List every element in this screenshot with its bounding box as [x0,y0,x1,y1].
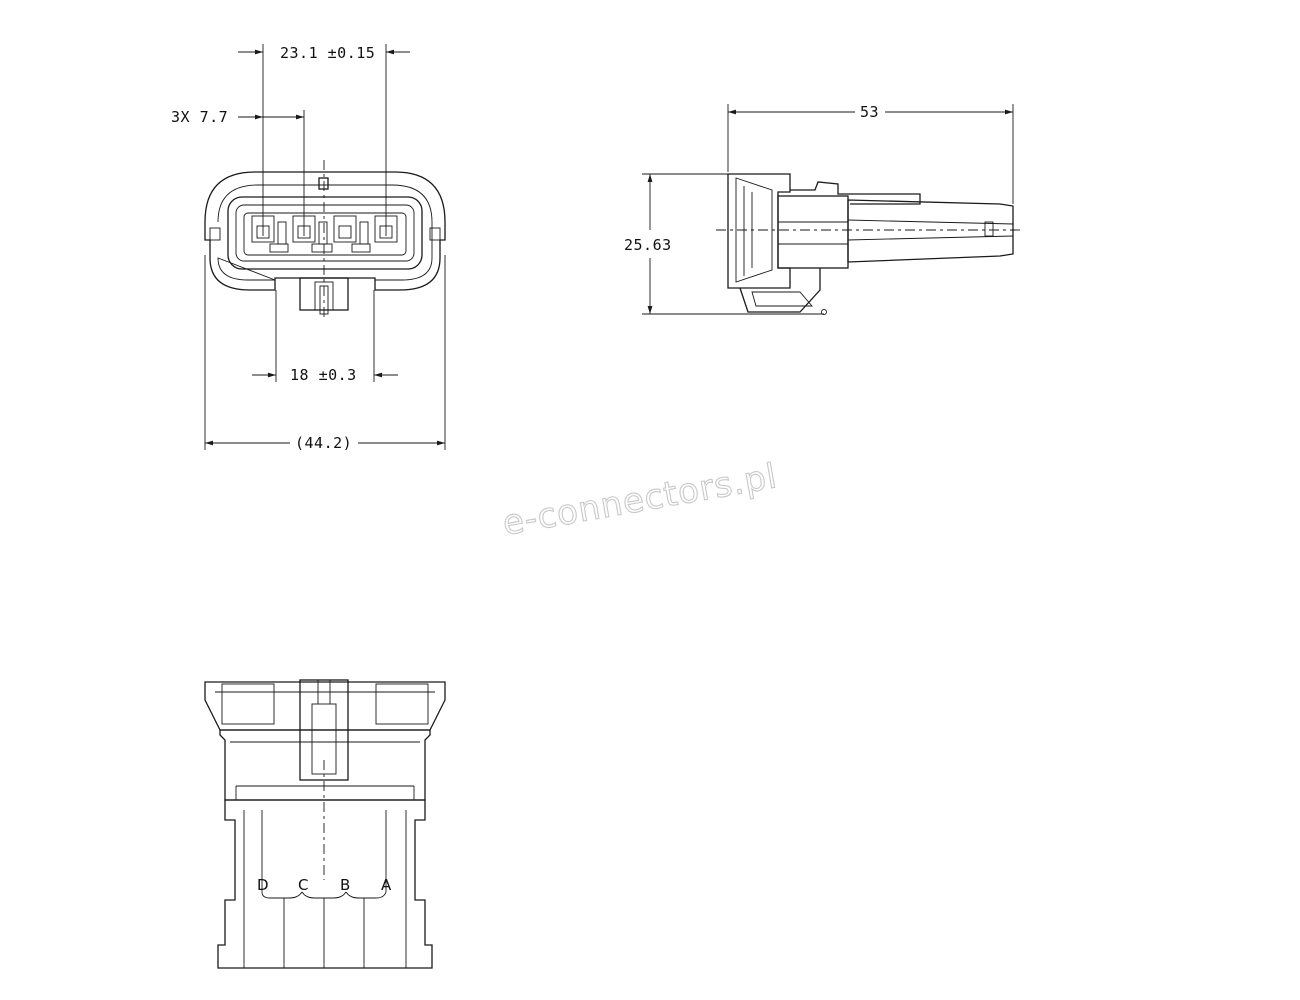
side-flange [727,173,791,289]
dim-pitch-total-label: 23.1 ±0.15 [280,44,375,62]
front-housing-outline [204,171,446,291]
side-body [777,195,849,269]
dim-key-width-label: 18 ±0.3 [290,366,357,384]
pin-label-d: D [257,876,269,894]
pin-label-b: B [340,876,350,894]
dim-pitch-each-label: 3X 7.7 [171,108,228,126]
pin-label-c: C [298,876,308,894]
dim-height-label: 25.63 [624,236,672,254]
watermark: e-connectors.pl [500,456,781,544]
pin-label-a: A [381,876,392,894]
front-latch-notch [318,177,329,190]
bottom-body [217,799,433,969]
side-view: 53 25.63 [624,103,1020,315]
dim-overall-width-label: (44.2) [295,434,352,452]
bottom-view: D C B A [204,679,446,969]
front-pin-cavities [251,215,398,253]
front-view: 23.1 ±0.15 3X 7.7 18 ±0.3 (44.2) [171,44,446,452]
bottom-flange [204,681,446,731]
side-tail [847,199,1014,263]
dim-length-label: 53 [860,103,879,121]
front-cavity [227,196,423,270]
